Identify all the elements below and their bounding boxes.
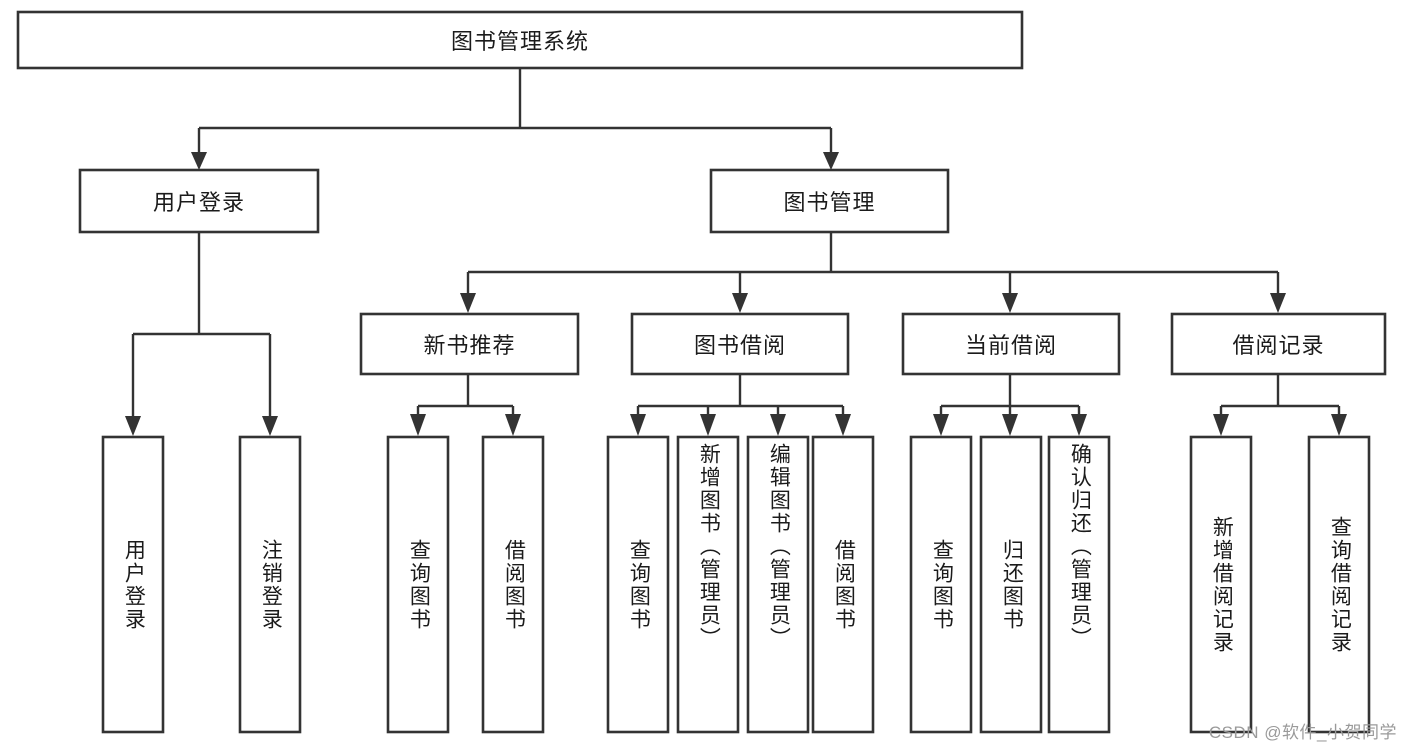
node-leaf-confirm-return-admin[interactable] (1047, 435, 1111, 734)
node-book-management[interactable] (709, 168, 950, 234)
arrow-to-book-manage (823, 152, 839, 170)
connector-root-to-level2 (191, 69, 839, 170)
node-leaf-return-book[interactable] (979, 435, 1043, 734)
arrow-to-leaf-user-login (125, 416, 141, 436)
node-leaf-query-book-1[interactable] (386, 435, 450, 734)
connector-newbook-to-leaves (410, 374, 521, 436)
node-new-book-recommend[interactable] (359, 312, 580, 376)
node-leaf-query-borrow-record[interactable] (1307, 435, 1371, 734)
connector-userlogin-to-leaves (125, 232, 278, 436)
arrow-to-leaf-logout (262, 416, 278, 436)
connector-borrowrecord-to-leaves (1213, 374, 1347, 436)
node-user-login[interactable] (78, 168, 320, 234)
node-leaf-edit-book-admin[interactable] (746, 435, 810, 734)
arrow-to-user-login (191, 152, 207, 170)
node-leaf-query-book-3[interactable] (909, 435, 973, 734)
node-current-borrow[interactable] (901, 312, 1121, 376)
node-leaf-add-borrow-record[interactable] (1189, 435, 1253, 734)
connector-currentborrow-to-leaves (933, 374, 1087, 436)
node-borrow-record[interactable] (1170, 312, 1387, 376)
node-leaf-logout[interactable] (238, 435, 302, 734)
arrow-to-borrow-record (1270, 293, 1286, 313)
connector-bookmanage-to-level3 (460, 232, 1286, 313)
node-leaf-borrow-book-2[interactable] (811, 435, 875, 734)
arrow-to-book-borrow (732, 293, 748, 313)
arrow-to-current-borrow (1002, 293, 1018, 313)
node-leaf-user-login[interactable] (101, 435, 165, 734)
connector-bookborrow-to-leaves (630, 374, 851, 436)
node-book-borrow[interactable] (630, 312, 850, 376)
node-leaf-query-book-2[interactable] (606, 435, 670, 734)
node-root-book-management-system[interactable] (16, 10, 1024, 70)
node-leaf-add-book-admin[interactable] (676, 435, 740, 734)
node-leaf-borrow-book-1[interactable] (481, 435, 545, 734)
arrow-to-new-book (460, 293, 476, 313)
